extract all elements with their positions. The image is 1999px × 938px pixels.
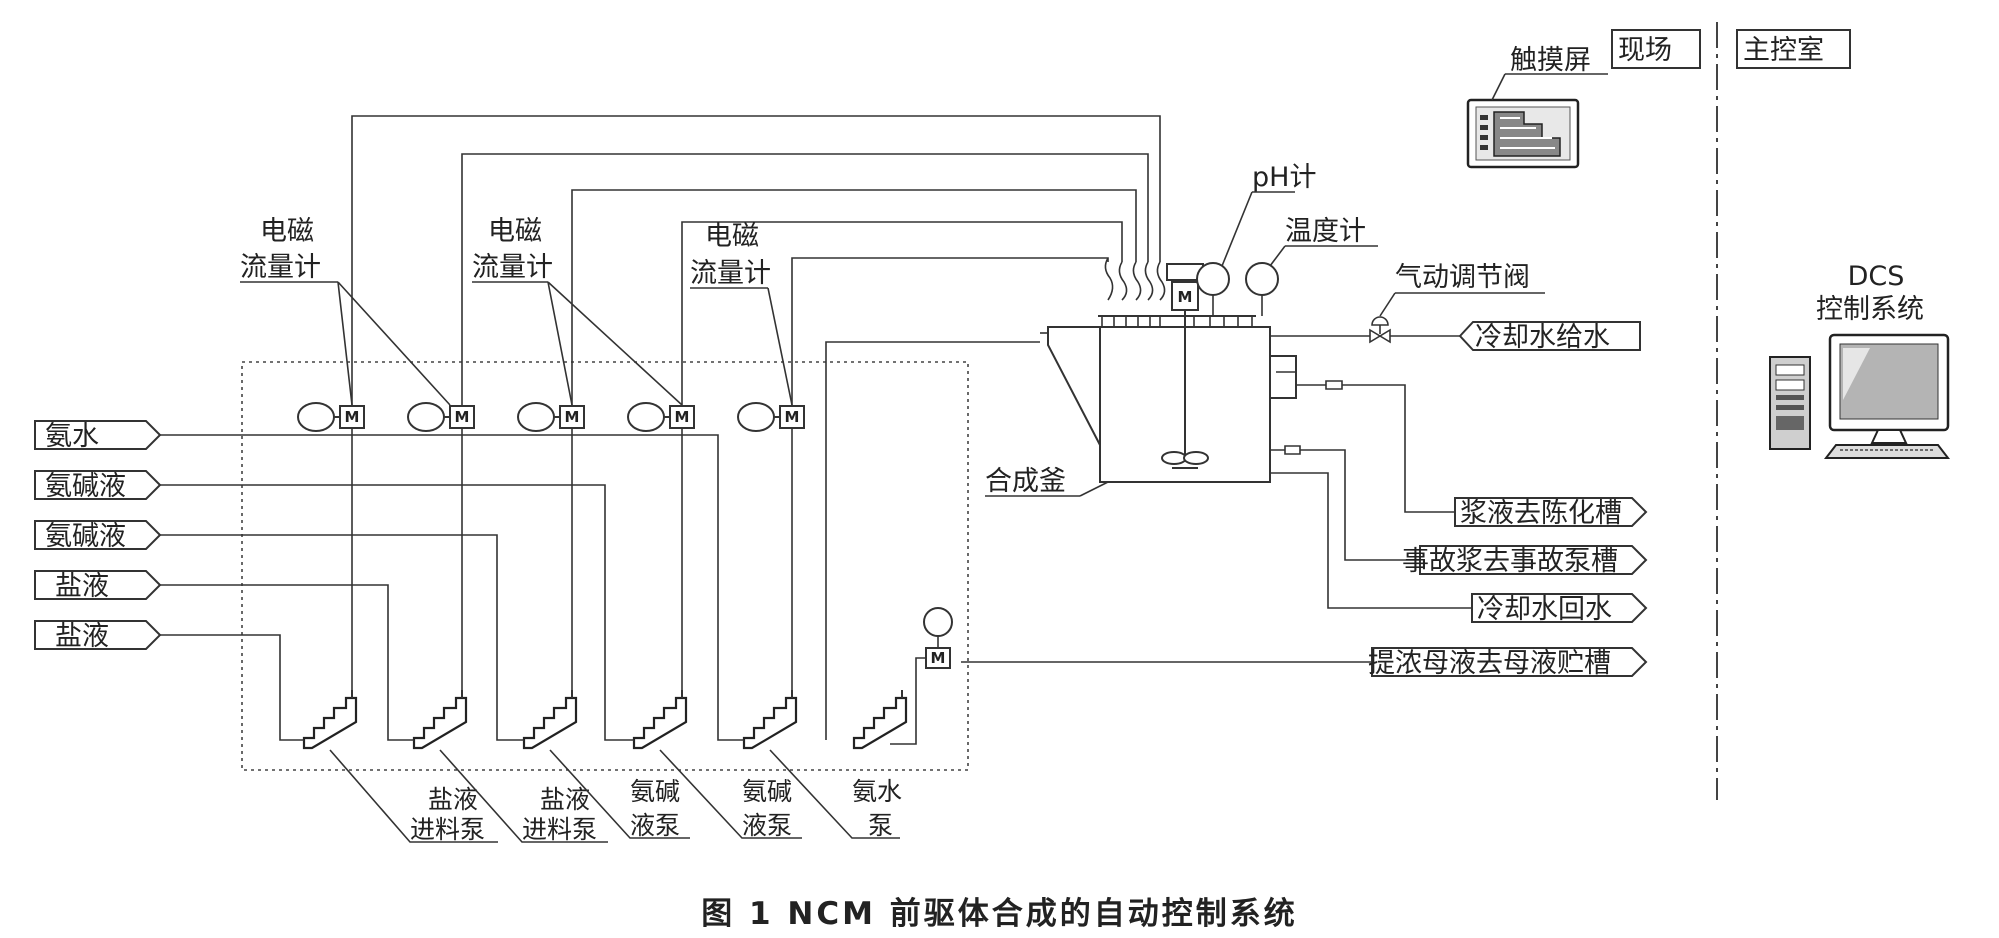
zone-field-label: 现场 xyxy=(1618,35,1672,66)
svg-text:进料泵: 进料泵 xyxy=(522,815,597,844)
svg-text:液泵: 液泵 xyxy=(742,811,792,840)
svg-text:浆液去陈化槽: 浆液去陈化槽 xyxy=(1460,498,1622,529)
output-cooling-water-return: 冷却水回水 xyxy=(1471,593,1648,625)
zone-control-room-box xyxy=(1736,29,1851,69)
stair-pump-4 xyxy=(632,690,688,750)
svg-text:盐液: 盐液 xyxy=(428,785,478,814)
pneumatic-valve-icon xyxy=(1369,316,1391,344)
svg-text:泵: 泵 xyxy=(868,811,893,840)
flowmeter-label-2: 电磁 流量计 xyxy=(472,216,683,406)
svg-text:M: M xyxy=(931,649,946,667)
svg-text:进料泵: 进料泵 xyxy=(410,815,485,844)
reactor-motor: M xyxy=(1166,263,1204,311)
pump-label-4: 氨碱 液泵 xyxy=(659,749,802,840)
svg-text:液泵: 液泵 xyxy=(630,811,680,840)
svg-text:M: M xyxy=(1178,288,1193,306)
computer-icon xyxy=(1769,333,1951,459)
svg-text:盐液: 盐液 xyxy=(55,621,109,652)
svg-text:电磁: 电磁 xyxy=(488,216,542,247)
svg-text:M: M xyxy=(675,408,690,426)
flowmeter-motor-5: M xyxy=(737,402,805,690)
flowmeter-label-1: 电磁 流量计 xyxy=(240,216,451,406)
svg-text:冷却水给水: 冷却水给水 xyxy=(1475,322,1610,353)
mother-liquor-pump-motor: M xyxy=(915,607,953,690)
svg-text:提浓母液去母液贮槽: 提浓母液去母液贮槽 xyxy=(1368,648,1611,679)
pump-label-3: 氨碱 液泵 xyxy=(549,749,690,840)
touch-screen-icon xyxy=(1466,98,1580,169)
input-label-4: 盐液 xyxy=(34,570,162,602)
svg-text:氨碱: 氨碱 xyxy=(630,777,680,806)
svg-text:流量计: 流量计 xyxy=(690,258,771,289)
output-mother-liquor: 提浓母液去母液贮槽 xyxy=(1368,647,1648,679)
output-emergency-slurry: 事故浆去事故泵槽 xyxy=(1402,545,1648,577)
reactor-label: 合成釜 xyxy=(985,466,1066,497)
input-label-2: 氨碱液 xyxy=(34,470,162,502)
svg-text:事故浆去事故泵槽: 事故浆去事故泵槽 xyxy=(1402,546,1618,577)
stair-pump-6 xyxy=(852,690,908,750)
svg-text:M: M xyxy=(785,408,800,426)
svg-text:电磁: 电磁 xyxy=(260,216,314,247)
svg-text:氨碱液: 氨碱液 xyxy=(45,471,126,502)
touch-screen-label: 触摸屏 xyxy=(1510,45,1591,76)
pump-label-2: 盐液 进料泵 xyxy=(439,749,608,844)
flowmeter-motor-3: M xyxy=(517,402,585,690)
flowmeter-motor-2: M xyxy=(407,402,475,690)
svg-text:M: M xyxy=(345,408,360,426)
output-cooling-water-supply: 冷却水给水 xyxy=(1458,321,1641,353)
figure-caption: 图 1 NCM 前驱体合成的自动控制系统 xyxy=(701,896,1298,932)
svg-text:氨水: 氨水 xyxy=(45,421,99,452)
svg-text:盐液: 盐液 xyxy=(540,785,590,814)
ph-meter-label: pH计 xyxy=(1252,162,1316,193)
ph-meter-icon xyxy=(1196,262,1230,296)
svg-text:M: M xyxy=(565,408,580,426)
svg-text:M: M xyxy=(455,408,470,426)
synthesis-reactor xyxy=(1040,285,1297,483)
zone-control-room-label: 主控室 xyxy=(1743,35,1824,66)
svg-text:氨水: 氨水 xyxy=(852,777,902,806)
flowmeter-label-3: 电磁 流量计 xyxy=(690,221,793,406)
dcs-label-line2: 控制系统 xyxy=(1816,294,1924,325)
svg-text:冷却水回水: 冷却水回水 xyxy=(1477,594,1612,625)
thermometer-label: 温度计 xyxy=(1285,216,1366,247)
svg-text:电磁: 电磁 xyxy=(705,221,759,252)
svg-text:流量计: 流量计 xyxy=(472,252,553,283)
pump-label-1: 盐液 进料泵 xyxy=(329,749,498,844)
svg-text:盐液: 盐液 xyxy=(55,571,109,602)
pump-label-5: 氨水 泵 xyxy=(769,749,902,840)
flowmeter-motor-4: M xyxy=(627,402,695,690)
stair-pump-1 xyxy=(302,690,358,750)
flowmeter-motor-1: M xyxy=(297,402,365,690)
svg-text:氨碱: 氨碱 xyxy=(742,777,792,806)
stair-pump-3 xyxy=(522,690,578,750)
valve-label: 气动调节阀 xyxy=(1395,262,1530,293)
input-label-3: 氨碱液 xyxy=(34,520,162,552)
input-label-1: 氨水 xyxy=(34,420,162,452)
stair-pump-5 xyxy=(742,690,798,750)
output-slurry-to-aging-tank: 浆液去陈化槽 xyxy=(1454,497,1648,529)
thermometer-icon xyxy=(1245,262,1279,296)
dcs-label-line1: DCS xyxy=(1848,261,1905,292)
stair-pump-2 xyxy=(412,690,468,750)
svg-text:流量计: 流量计 xyxy=(240,252,321,283)
zone-field-box xyxy=(1611,29,1701,69)
input-label-5: 盐液 xyxy=(34,620,162,652)
svg-text:氨碱液: 氨碱液 xyxy=(45,521,126,552)
